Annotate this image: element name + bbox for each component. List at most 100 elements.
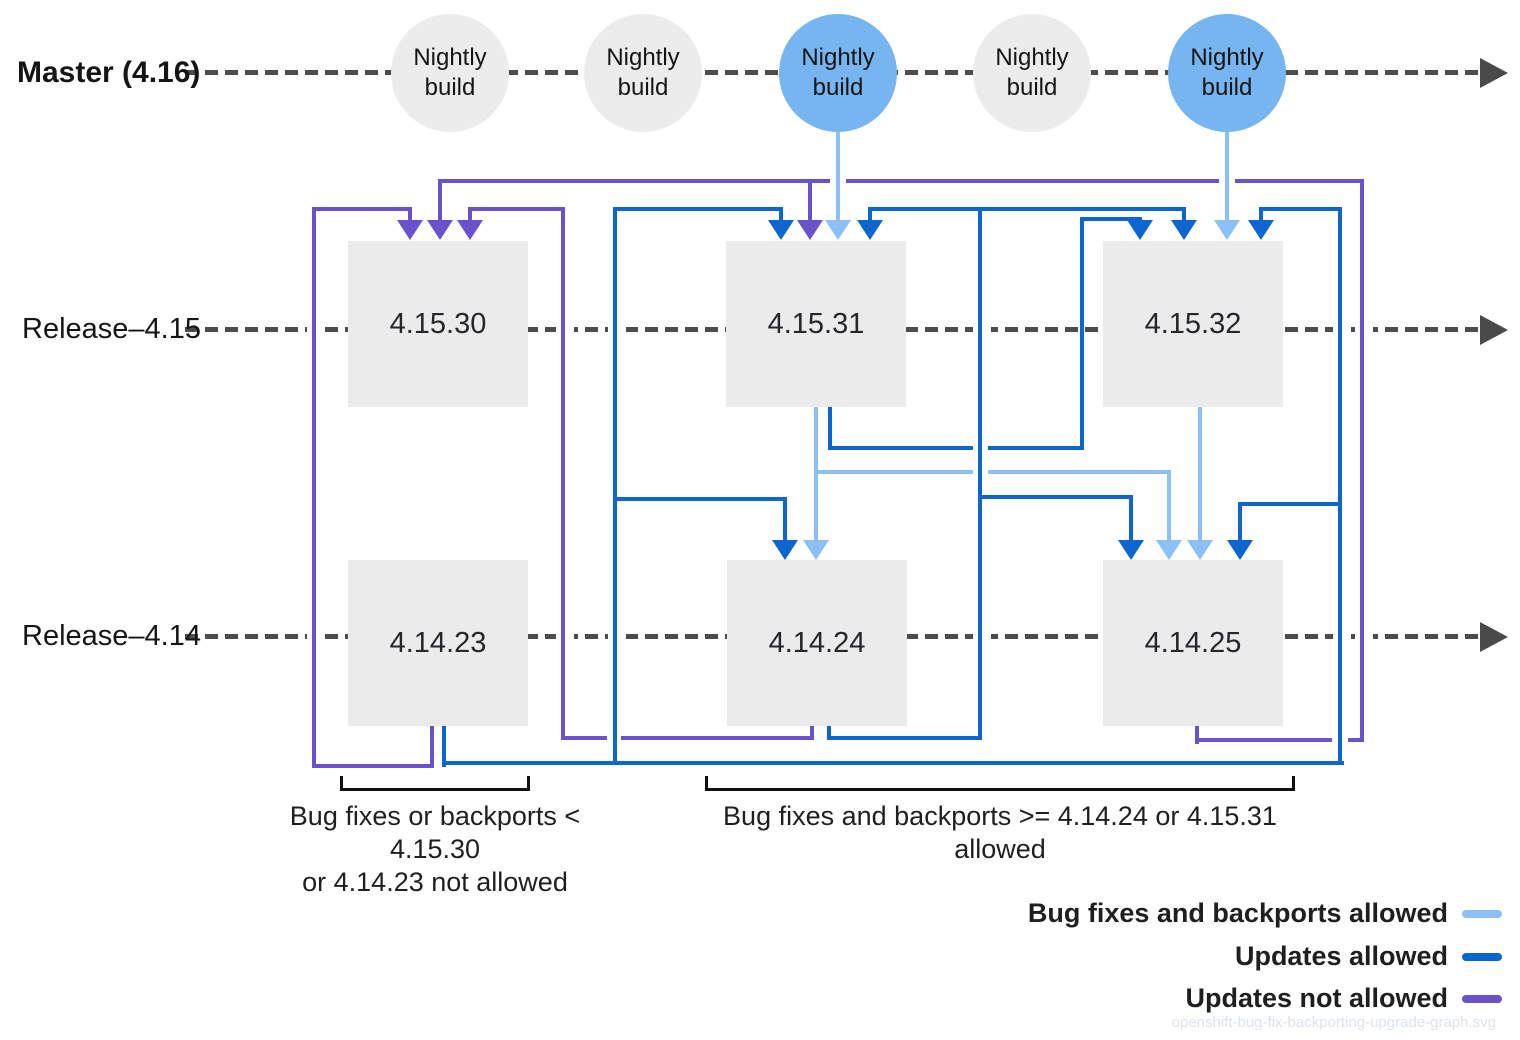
version-node-41423: 4.14.23 [348,560,528,726]
legend-swatch-light-blue [1462,909,1502,918]
annotation-line: or 4.14.23 not allowed [302,867,568,897]
arrowhead-icon [772,540,798,560]
edge-segment [561,207,565,740]
edge-segment [988,470,1171,474]
edge-segment [442,726,446,767]
edge-segment [408,209,412,222]
edge-segment [988,446,1084,450]
nightly-build-label: Nightly build [413,44,487,101]
edge-segment [1360,179,1364,742]
arrowhead-icon [1171,220,1197,240]
edge-segment [1238,504,1242,542]
version-label: 4.14.25 [1144,626,1242,659]
edge-segment [836,128,840,222]
arrowhead-icon [803,540,829,560]
master-lane-arrow-icon [1480,58,1508,88]
line-gap [307,325,325,334]
nightly-build-node-4: Nightly build [973,14,1091,132]
annotation-allowed: Bug fixes and backports >= 4.14.24 or 4.… [680,800,1320,866]
edge-segment [613,207,617,765]
line-gap [1355,632,1373,641]
legend-swatch-purple [1462,994,1502,1003]
annotation-line: Bug fixes or backports < 4.15.30 [289,801,581,864]
bracket-line [705,788,1295,791]
edge-segment [827,726,831,740]
arrowhead-icon [457,220,483,240]
version-node-41424: 4.14.24 [727,560,907,726]
line-gap [608,325,626,334]
line-gap [973,632,991,641]
line-gap [556,632,574,641]
arrowhead-icon [1187,540,1213,560]
edge-segment [561,736,607,740]
arrowhead-icon [797,220,823,240]
edge-segment [312,207,316,768]
edge-segment [808,181,812,222]
line-gap [1333,325,1351,334]
line-gap [1333,632,1351,641]
release-414-lane-arrow-icon [1480,622,1508,652]
edge-segment [1259,207,1342,211]
line-gap [608,632,626,641]
release-415-lane-arrow-icon [1480,315,1508,345]
edge-segment [1167,472,1171,542]
legend-label: Bug fixes and backports allowed [1027,898,1448,928]
version-label: 4.15.30 [389,307,487,340]
bracket-tick [340,776,343,790]
bracket-tick [1292,776,1295,790]
legend-item-updates-not-allowed: Updates not allowed [1185,983,1502,1014]
edge-segment [613,497,787,501]
version-label: 4.15.32 [1144,307,1242,340]
lane-label-release-415: Release–4.15 [22,313,201,345]
bracket-tick [705,776,708,790]
bracket-line [340,788,530,791]
edge-segment [312,764,434,768]
version-node-41425: 4.14.25 [1103,560,1283,726]
edge-segment [868,209,872,222]
edge-segment [1080,217,1142,221]
edge-segment [468,207,565,211]
edge-segment [868,207,1186,211]
version-node-41531: 4.15.31 [726,241,906,407]
edge-segment [978,207,982,740]
nightly-build-node-2: Nightly build [584,14,702,132]
annotation-line: Bug fixes and backports >= 4.14.24 or 4.… [723,801,1277,831]
arrowhead-icon [1248,220,1274,240]
bracket-tick [527,776,530,790]
edge-segment [312,207,412,211]
nightly-build-label: Nightly build [995,44,1069,101]
nightly-build-node-3: Nightly build [779,14,897,132]
edge-segment [814,470,973,474]
nightly-build-node-1: Nightly build [391,14,509,132]
edge-segment [1182,209,1186,222]
edge-segment [1259,209,1263,222]
edge-segment [468,209,472,222]
nightly-build-label: Nightly build [801,44,875,101]
legend-label: Updates allowed [1234,941,1448,971]
line-gap [307,632,325,641]
edge-segment [430,726,434,766]
nightly-build-node-5: Nightly build [1168,14,1286,132]
edge-segment [1195,738,1332,742]
legend-item-backports-allowed: Bug fixes and backports allowed [1028,898,1502,929]
annotation-not-allowed: Bug fixes or backports < 4.15.30 or 4.14… [245,800,625,899]
edge-segment [1129,497,1133,540]
edge-segment [1198,407,1202,542]
arrowhead-icon [1227,540,1253,560]
lane-label-release-414: Release–4.14 [22,620,201,652]
edge-segment [1080,217,1084,450]
edge-segment [1348,738,1364,742]
arrowhead-icon [1156,540,1182,560]
edge-segment [978,495,1133,499]
edge-segment [779,209,783,222]
watermark-text: openshift-bug-fix-backporting-upgrade-gr… [1171,1014,1496,1031]
edge-segment [438,181,442,222]
edge-segment [828,446,973,450]
version-node-41532: 4.15.32 [1103,241,1283,407]
edge-segment [1338,207,1342,765]
edge-segment [846,179,1219,183]
edge-segment [828,407,832,450]
edge-segment [827,736,982,740]
edge-segment [613,207,783,211]
